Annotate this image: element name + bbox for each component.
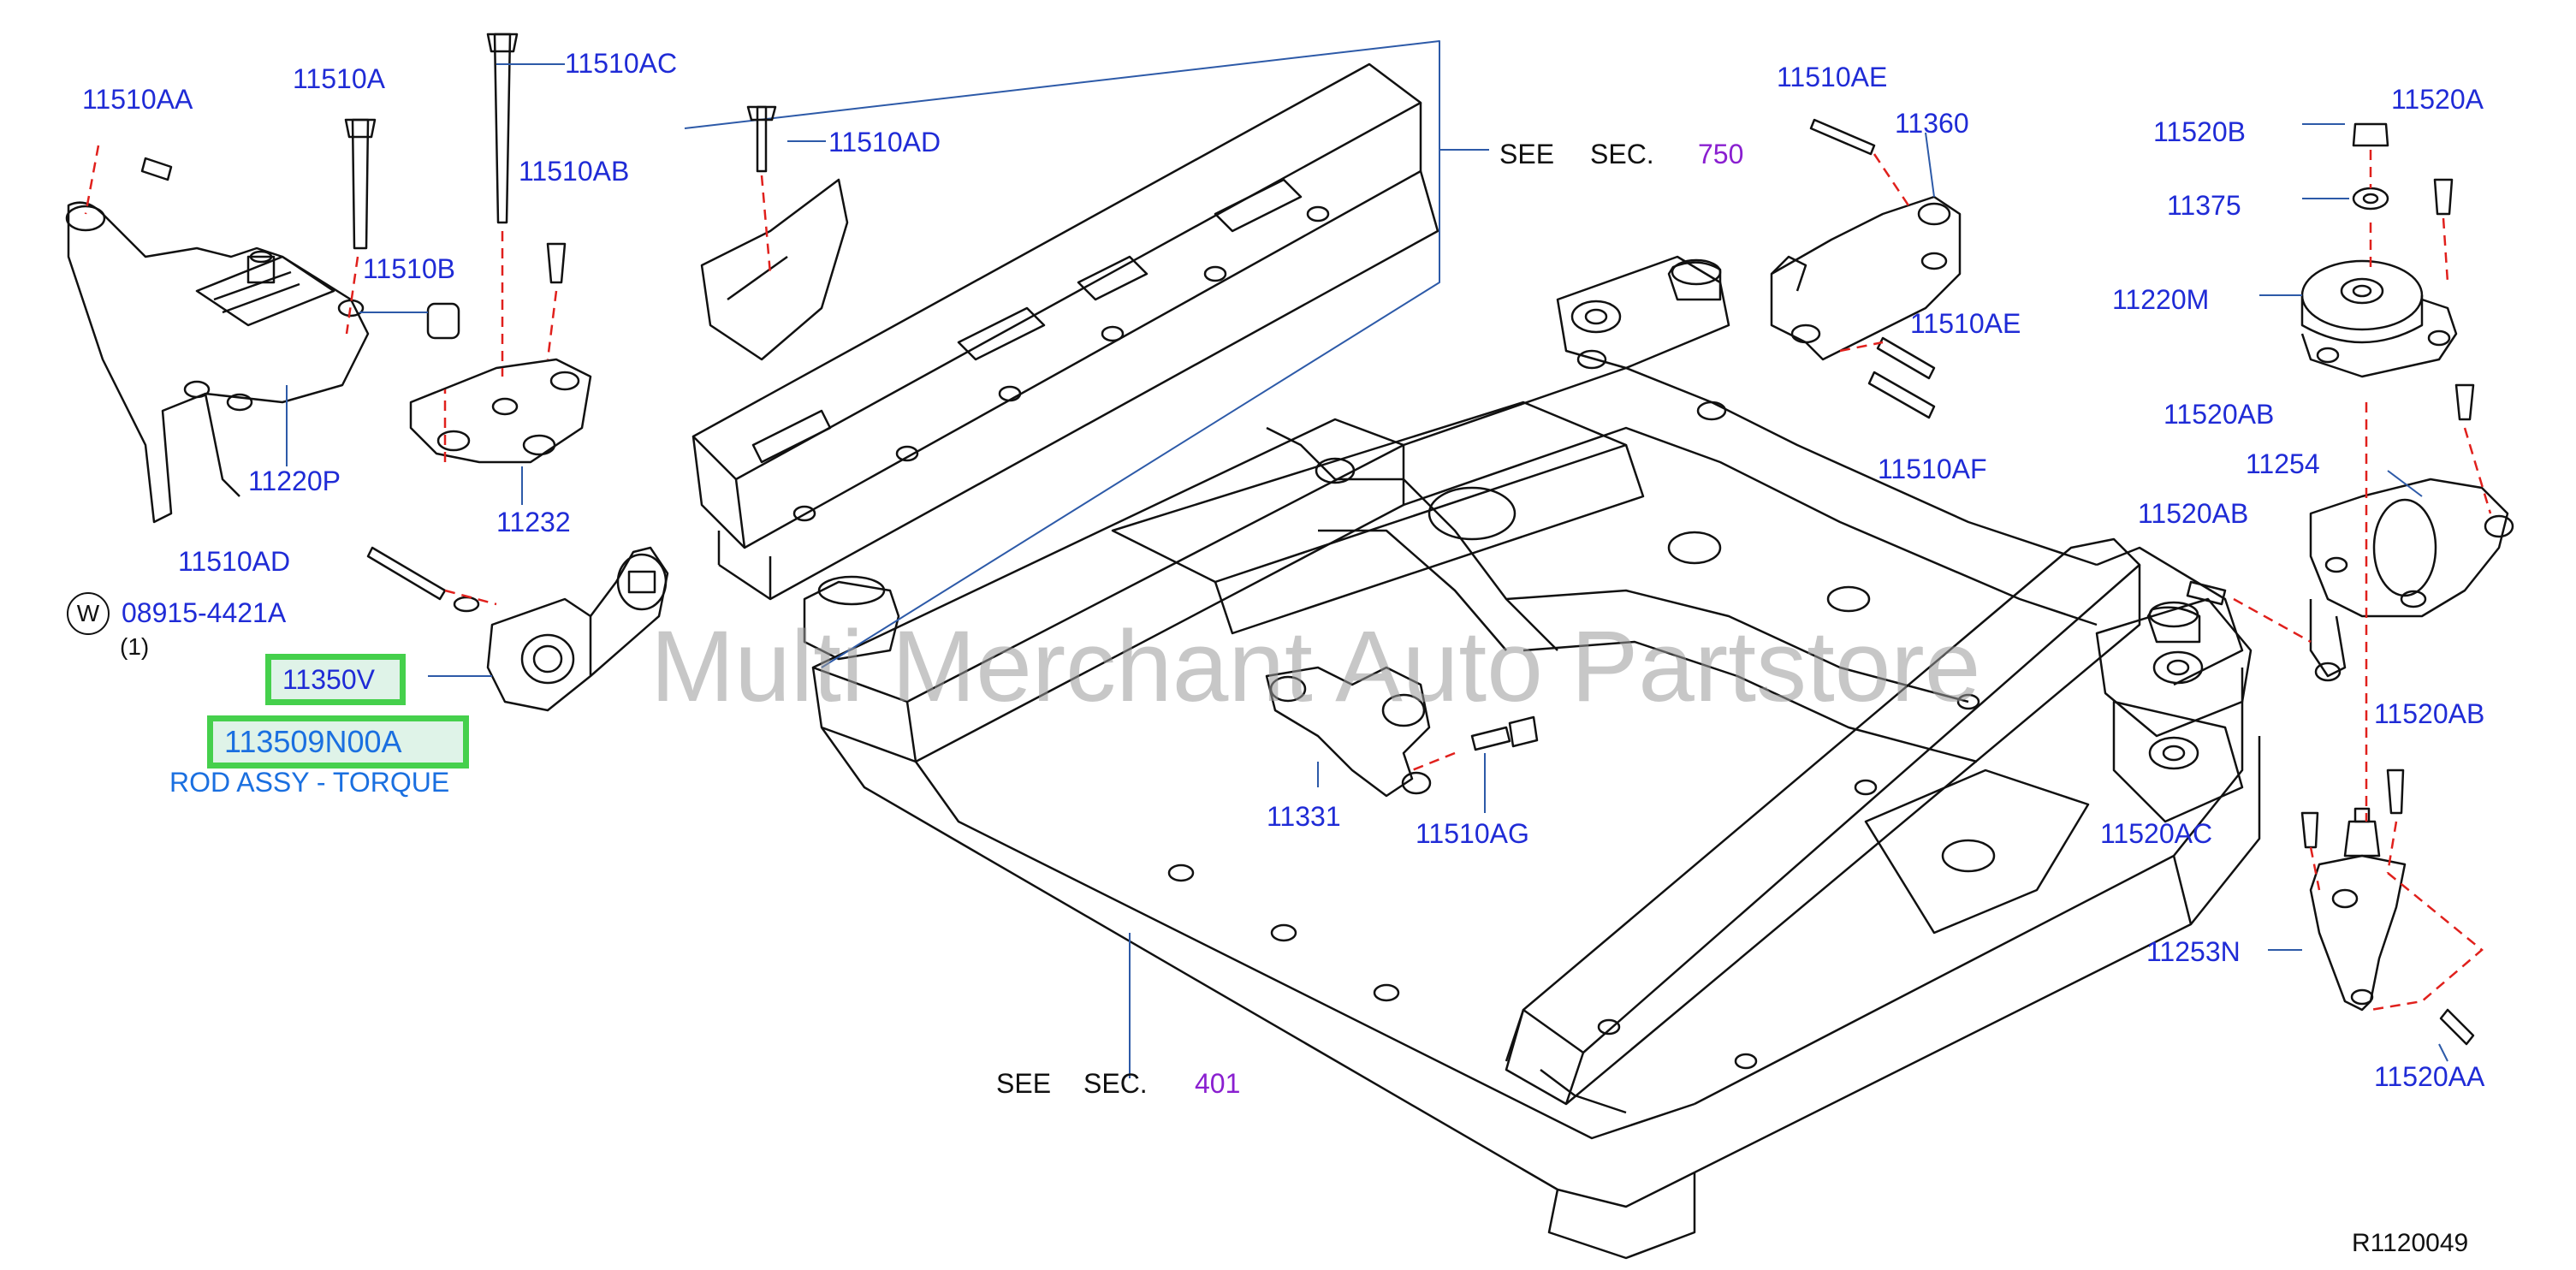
part-label-08915-4421a[interactable]: 08915-4421A	[122, 597, 287, 628]
sec-label-2: SEC.	[1083, 1068, 1148, 1099]
section-ref-401[interactable]: 401	[1195, 1068, 1241, 1099]
part-label-11510ae-top[interactable]: 11510AE	[1777, 62, 1888, 92]
part-label-11520b[interactable]: 11520B	[2153, 116, 2246, 147]
part-label-11232[interactable]: 11232	[496, 507, 571, 537]
part-label-11510ac[interactable]: 11510AC	[565, 48, 678, 79]
reinforcement-rail-drawing	[684, 40, 1440, 668]
part-label-11520ac[interactable]: 11520AC	[2100, 818, 2213, 849]
highlight-box-113509n00a	[207, 715, 469, 769]
part-label-11220p[interactable]: 11220P	[248, 466, 341, 496]
part-label-11253n[interactable]: 11253N	[2146, 936, 2241, 967]
sec-label-1: SEC.	[1590, 139, 1654, 169]
part-label-11360[interactable]: 11360	[1895, 108, 1969, 139]
part-label-11510ad-left[interactable]: 11510AD	[178, 546, 291, 577]
see-label-2: SEE	[996, 1068, 1052, 1099]
part-label-11331[interactable]: 11331	[1267, 801, 1341, 832]
part-number-113509n00a[interactable]: 113509N00A	[224, 724, 402, 759]
engine-mount-11220p-drawing	[65, 118, 377, 524]
part-label-11510a[interactable]: 11510A	[293, 63, 385, 94]
part-label-11350v[interactable]: 11350V	[282, 664, 375, 695]
section-ref-750[interactable]: 750	[1698, 139, 1744, 169]
part-label-11520ab-2[interactable]: 11520AB	[2138, 498, 2249, 529]
alignment-dash-lines	[84, 145, 2492, 1012]
part-description: ROD ASSY - TORQUE	[169, 767, 450, 798]
part-label-11520a[interactable]: 11520A	[2391, 84, 2484, 115]
part-label-11510ae-mid[interactable]: 11510AE	[1910, 308, 2021, 339]
part-label-11510ag[interactable]: 11510AG	[1416, 818, 1529, 849]
quantity-label: (1)	[120, 633, 150, 660]
part-label-11510b[interactable]: 11510B	[363, 253, 455, 284]
torque-rod-11331-drawing	[1265, 666, 1539, 798]
reference-code: R1120049	[2352, 1229, 2469, 1257]
part-label-11520aa[interactable]: 11520AA	[2374, 1061, 2485, 1092]
leader-lines	[286, 63, 2448, 1078]
part-label-11375[interactable]: 11375	[2167, 190, 2241, 221]
bracket-11232-drawing	[409, 33, 592, 464]
torque-rod-11350v-drawing	[366, 546, 669, 712]
subframe-drawing	[803, 255, 2261, 1260]
part-label-11510af[interactable]: 11510AF	[1878, 454, 1987, 484]
highlight-box-11350v	[265, 654, 406, 705]
washer-symbol-icon: W	[67, 592, 110, 635]
part-label-11254[interactable]: 11254	[2246, 448, 2320, 479]
watermark: Multi Merchant Auto Partstore	[650, 610, 1981, 723]
part-label-11510ad-top[interactable]: 11510AD	[828, 127, 941, 157]
bracket-11254-drawing	[2186, 478, 2514, 682]
bracket-11360-drawing	[1770, 118, 1962, 419]
part-label-11520ab-1[interactable]: 11520AB	[2163, 399, 2275, 430]
bracket-11253n-drawing	[2300, 769, 2475, 1046]
see-label-1: SEE	[1499, 139, 1555, 169]
part-label-11520ab-3[interactable]: 11520AB	[2374, 698, 2485, 729]
part-label-11510ab[interactable]: 11510AB	[519, 156, 630, 187]
part-label-11510aa[interactable]: 11510AA	[82, 84, 193, 115]
part-label-11220m[interactable]: 11220M	[2112, 284, 2210, 315]
engine-mount-11220m-drawing	[2300, 122, 2475, 421]
